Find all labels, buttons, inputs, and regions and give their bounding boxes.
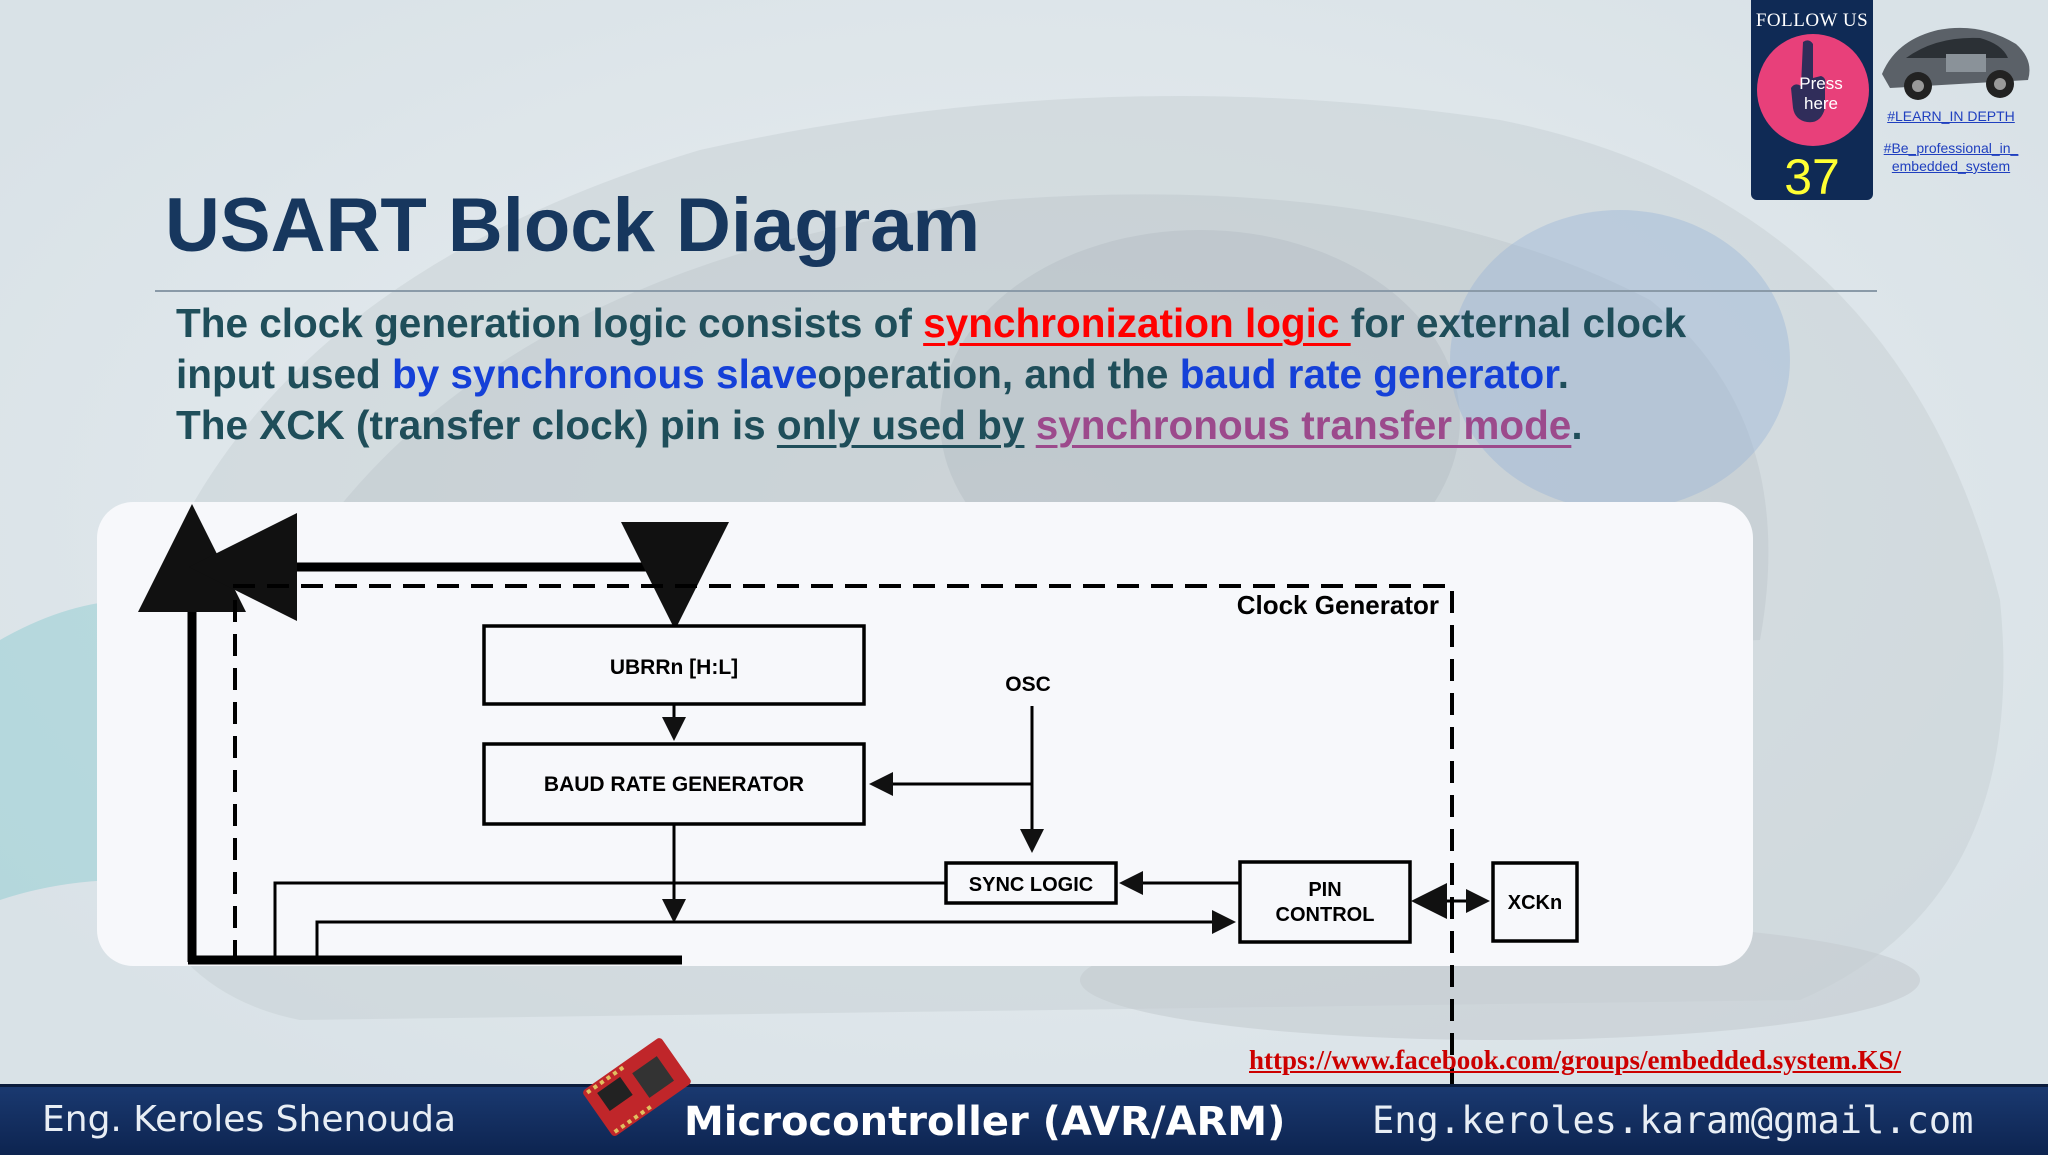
body-line3-only-used: only used by (776, 402, 1025, 448)
xckn-box (1491, 861, 1579, 943)
clock-generator-label: Clock Generator (1237, 590, 1439, 620)
car-icon (1882, 27, 2030, 100)
footer-course-title: Microcontroller (AVR/ARM) (684, 1099, 1286, 1145)
pin-control-label-1: PIN (1308, 879, 1341, 901)
body-line2-baud: baud rate generator (1179, 351, 1558, 397)
pin-control-input-line (315, 910, 1236, 962)
dev-board-icon (583, 1038, 691, 1136)
body-line3-sync-transfer: synchronous transfer mode (1035, 402, 1572, 448)
body-line2-a: input used (176, 351, 392, 397)
pin-control-box (1238, 860, 1412, 944)
footer-bar: Eng. Keroles Shenouda Microcontroller (A… (0, 1084, 2048, 1155)
body-line2-e: . (1557, 351, 1570, 397)
slide-title: USART Block Diagram (165, 183, 981, 268)
body-line1-c: for external clock (1350, 300, 1687, 346)
slide-body-text: The clock generation logic consists of s… (176, 298, 1876, 451)
body-line3-e: . (1571, 402, 1583, 448)
pointing-hand-icon (1791, 40, 1826, 123)
body-line3-a: The XCK (transfer clock) pin is (176, 402, 777, 448)
sync-output-line (273, 881, 946, 962)
follow-us-label: FOLLOW US (1755, 10, 1869, 31)
sync-logic-box (944, 861, 1118, 905)
facebook-group-link[interactable]: https://www.facebook.com/groups/embedded… (1249, 1045, 1902, 1075)
osc-label: OSC (1005, 673, 1051, 696)
clock-generator-diagram: Clock Generator UBRRn [H:L] BAUD RATE GE… (138, 504, 1579, 1102)
footer-email: Eng.keroles.karam@gmail.com (1372, 1099, 1974, 1142)
body-line1-sync-logic: synchronization logic (923, 300, 1351, 346)
title-divider (155, 290, 1877, 292)
xckn-label: XCKn (1508, 892, 1562, 914)
sync-logic-label: SYNC LOGIC (969, 874, 1093, 896)
ubrr-label: UBRRn [H:L] (610, 656, 738, 679)
slide-number: 37 (1784, 149, 1840, 205)
clock-generator-boundary (233, 584, 1454, 1102)
body-line3-space (1024, 402, 1035, 448)
body-line2-sync-slave: by synchronous slave (392, 351, 818, 397)
footer-author: Eng. Keroles Shenouda (42, 1099, 457, 1140)
body-line2-c: operation, and the (817, 351, 1180, 397)
baud-rate-generator-label: BAUD RATE GENERATOR (544, 773, 804, 796)
hashtag-be-professional[interactable]: #Be_professional_in_embedded_system (1883, 140, 2019, 174)
hashtag-learn-in-depth[interactable]: #LEARN_IN DEPTH (1887, 108, 2015, 124)
pin-control-label-2: CONTROL (1276, 904, 1375, 926)
body-line1-a: The clock generation logic consists of (176, 300, 924, 346)
